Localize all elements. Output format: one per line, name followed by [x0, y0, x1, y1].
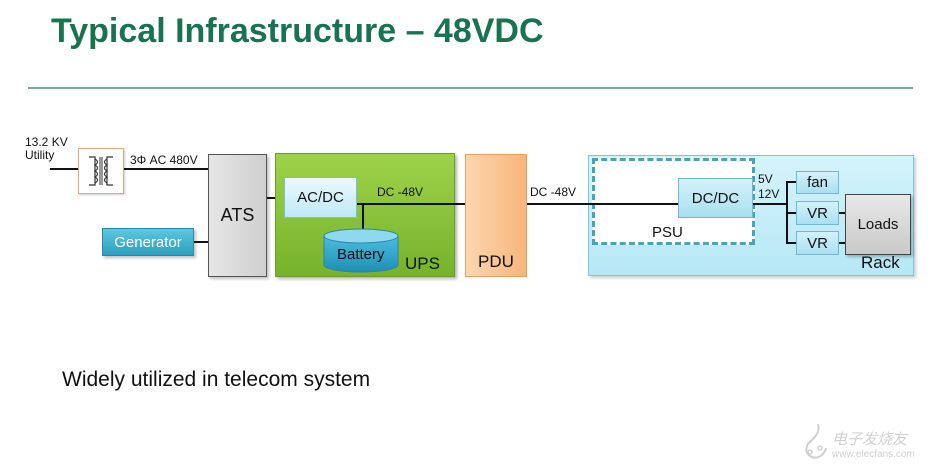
vr1-feed-line — [786, 212, 796, 214]
loads-label: Loads — [857, 216, 899, 233]
watermark-url: www.elecfans.com — [832, 449, 915, 460]
vr1-label: VR — [807, 204, 828, 222]
pdu-rack-line — [527, 203, 678, 205]
psu-label: PSU — [652, 224, 683, 241]
ups-dc-bus-line — [357, 203, 465, 205]
utility-label: Utility — [25, 148, 55, 162]
vr2-block: VR — [796, 231, 839, 255]
vr2-feed-line — [786, 242, 796, 244]
vr2-label: VR — [807, 234, 828, 252]
dcdc-label: DC/DC — [691, 189, 740, 207]
pdu-label: PDU — [478, 252, 514, 271]
watermark-logo-icon — [805, 423, 827, 459]
transformer-icon — [89, 156, 113, 186]
battery-tap-line — [362, 203, 364, 233]
generator-label: Generator — [114, 233, 182, 251]
vr1-load-line — [839, 212, 845, 214]
acdc-block: AC/DC — [284, 177, 357, 218]
pdu-block: PDU — [465, 154, 527, 277]
fan-block: fan — [796, 171, 839, 194]
title-divider — [28, 87, 913, 89]
vr1-block: VR — [796, 201, 839, 225]
fan-feed-line — [786, 181, 796, 183]
utility-line — [50, 168, 78, 170]
ac-feed-line — [124, 168, 208, 170]
ups-label: UPS — [405, 254, 440, 273]
ac-feed-label: 3Φ AC 480V — [130, 153, 198, 167]
battery-label: Battery — [337, 246, 385, 263]
dcdc-out-line — [753, 203, 787, 205]
ups-dc-label: DC -48V — [377, 185, 424, 199]
rack-label: Rack — [861, 253, 900, 272]
dcdc-block: DC/DC — [678, 178, 753, 218]
output-12v-label: 12V — [758, 187, 780, 201]
ats-block: ATS — [208, 154, 267, 277]
utility-voltage-label: 13.2 KV — [25, 135, 68, 149]
output-5v-label: 5V — [758, 172, 773, 186]
pdu-out-label: DC -48V — [530, 185, 577, 199]
slide-title: Typical Infrastructure – 48VDC — [51, 12, 544, 50]
transformer-box — [78, 148, 124, 194]
battery-cylinder — [323, 228, 399, 273]
loads-block: Loads — [845, 194, 911, 255]
ats-label: ATS — [220, 205, 255, 225]
acdc-label: AC/DC — [297, 189, 344, 206]
generator-line — [194, 241, 208, 243]
watermark-cn: 电子发烧友 — [832, 431, 908, 448]
generator-block: Generator — [102, 228, 194, 256]
vr2-load-line — [839, 242, 845, 244]
caption-text: Widely utilized in telecom system — [62, 368, 371, 391]
fan-label: fan — [807, 174, 828, 191]
